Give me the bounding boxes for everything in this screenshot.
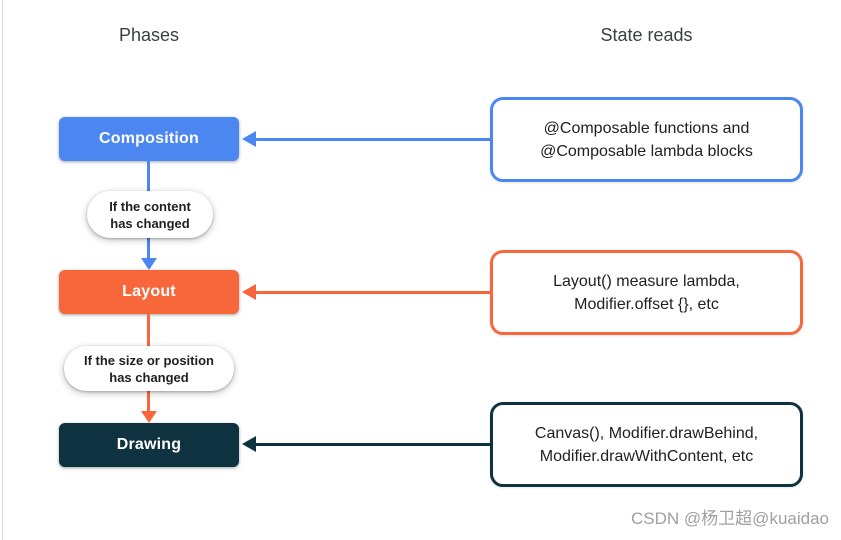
connector-reads-to-drawing [256,443,490,446]
arrow-left-icon [242,284,256,300]
column-header-state-reads: State reads [600,25,693,45]
condition-line: If the content [109,198,191,214]
condition-line: If the size or position [83,352,214,368]
state-reads-box-layout: Layout() measure lambda, Modifier.offset… [490,250,803,335]
arrow-left-icon [242,131,256,147]
state-reads-line: Canvas(), Modifier.drawBehind, [534,424,759,442]
condition-pill-content-changed: If the content has changed [87,191,213,238]
phase-box-drawing: Drawing [59,423,239,467]
state-reads-box-drawing: Canvas(), Modifier.drawBehind, Modifier.… [490,402,803,487]
state-reads-line: Modifier.drawWithContent, etc [539,447,754,465]
left-edge-divider [2,0,3,540]
arrow-left-icon [242,436,256,452]
condition-pill-size-position-changed: If the size or position has changed [64,346,234,391]
condition-line: has changed [110,215,190,231]
condition-line: has changed [109,369,189,385]
state-reads-line: @Composable functions and [543,119,750,137]
connector-reads-to-composition [256,138,490,141]
state-reads-line: Modifier.offset {}, etc [574,295,719,313]
column-header-phases: Phases [118,25,180,45]
phase-box-layout: Layout [59,270,239,314]
arrow-down-icon [141,411,157,423]
state-reads-line: @Composable lambda blocks [540,142,753,160]
connector-reads-to-layout [256,291,490,294]
csdn-watermark: CSDN @杨卫超@kuaidao [631,509,829,528]
phase-box-composition: Composition [59,117,239,161]
state-reads-line: Layout() measure lambda, [553,272,740,290]
arrow-down-icon [141,258,157,270]
state-reads-box-composition: @Composable functions and @Composable la… [490,97,803,182]
